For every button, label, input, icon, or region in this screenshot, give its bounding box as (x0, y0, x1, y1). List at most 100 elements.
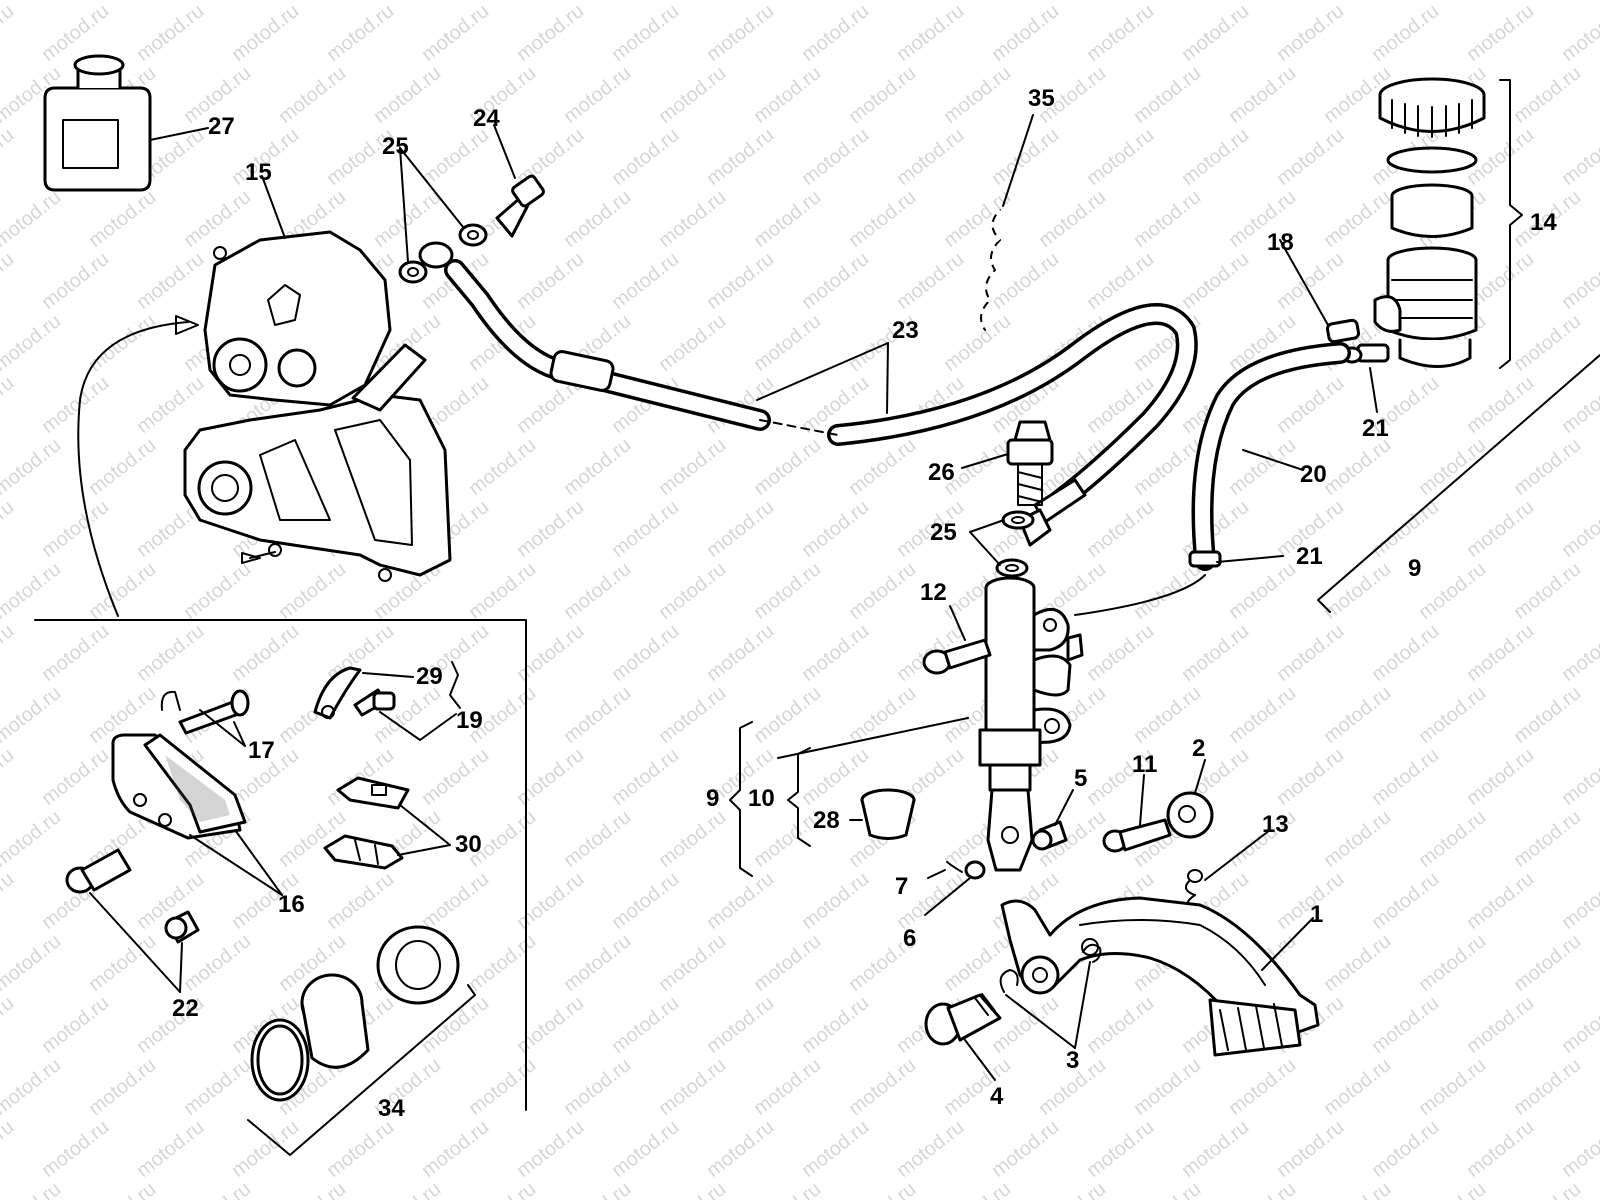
callout-2: 2 (1192, 735, 1205, 762)
watermark-text: motod.ru (1510, 930, 1586, 996)
callout-9-left: 9 (706, 785, 719, 812)
watermark-text: motod.ru (1320, 806, 1396, 872)
watermark-text: motod.ru (1225, 1054, 1301, 1120)
watermark-text: motod.ru (1225, 1178, 1301, 1200)
watermark-text: motod.ru (893, 0, 969, 66)
callout-25-top: 25 (382, 133, 409, 160)
watermark-text: motod.ru (1273, 620, 1349, 686)
watermark-text: motod.ru (38, 248, 114, 314)
brake-fluid-bottle (43, 54, 209, 192)
watermark-text: motod.ru (1558, 124, 1600, 190)
callout-16: 16 (278, 891, 305, 918)
bleeder-cap-set (313, 661, 461, 741)
watermark-text: motod.ru (655, 930, 731, 996)
watermark-text: motod.ru (1083, 496, 1159, 562)
watermark-text: motod.ru (418, 1116, 494, 1182)
watermark-text: motod.ru (133, 248, 209, 314)
watermark-text: motod.ru (513, 496, 589, 562)
watermark-text: motod.ru (703, 496, 779, 562)
watermark-text: motod.ru (513, 1116, 589, 1182)
watermark-text: motod.ru (1463, 868, 1539, 934)
callout-10: 10 (748, 785, 775, 812)
watermark-text: motod.ru (85, 434, 161, 500)
watermark-text: motod.ru (893, 1116, 969, 1182)
brake-pedal (1000, 896, 1320, 1057)
watermark-text: motod.ru (655, 558, 731, 624)
watermark-text: motod.ru (418, 124, 494, 190)
watermark-text: motod.ru (1130, 1178, 1206, 1200)
watermark-text: motod.ru (180, 186, 256, 252)
watermark-text: motod.ru (1510, 310, 1586, 376)
watermark-text: motod.ru (85, 186, 161, 252)
watermark-text: motod.ru (845, 1054, 921, 1120)
watermark-text: motod.ru (798, 620, 874, 686)
watermark-text: motod.ru (38, 372, 114, 438)
watermark-text: motod.ru (655, 806, 731, 872)
fluid-reservoir (1279, 77, 1523, 413)
watermark-text: motod.ru (0, 0, 18, 66)
watermark-text: motod.ru (513, 248, 589, 314)
watermark-text: motod.ru (1320, 682, 1396, 748)
callout-20: 20 (1300, 461, 1327, 488)
watermark-text: motod.ru (228, 0, 304, 66)
watermark-text: motod.ru (85, 930, 161, 996)
watermark-text: motod.ru (1273, 0, 1349, 66)
callout-22: 22 (172, 995, 199, 1022)
watermark-text: motod.ru (1510, 434, 1586, 500)
watermark-text: motod.ru (0, 620, 18, 686)
callout-1: 1 (1310, 901, 1323, 928)
watermark-text: motod.ru (560, 62, 636, 128)
watermark-text: motod.ru (1225, 434, 1301, 500)
watermark-text: motod.ru (655, 1178, 731, 1200)
watermark-text: motod.ru (798, 868, 874, 934)
callout-30: 30 (455, 831, 482, 858)
watermark-text: motod.ru (0, 1178, 65, 1200)
callout-25-bottom: 25 (930, 519, 957, 546)
watermark-text: motod.ru (0, 682, 65, 748)
callout-26: 26 (928, 459, 955, 486)
watermark-text: motod.ru (0, 310, 65, 376)
callout-9-right: 9 (1408, 555, 1421, 582)
callout-5: 5 (1074, 765, 1087, 792)
watermark-text: motod.ru (0, 868, 18, 934)
watermark-text: motod.ru (798, 0, 874, 66)
watermark-text: motod.ru (750, 558, 826, 624)
watermark-text: motod.ru (1368, 0, 1444, 66)
watermark-text: motod.ru (608, 0, 684, 66)
watermark-text: motod.ru (1368, 992, 1444, 1058)
watermark-text: motod.ru (655, 186, 731, 252)
watermark-text: motod.ru (1558, 1116, 1600, 1182)
watermark-text: motod.ru (560, 558, 636, 624)
watermark-text: motod.ru (560, 806, 636, 872)
watermark-text: motod.ru (988, 1116, 1064, 1182)
watermark-text: motod.ru (1320, 930, 1396, 996)
watermark-text: motod.ru (750, 62, 826, 128)
clevis-pin (1031, 789, 1074, 851)
watermark-text: motod.ru (560, 930, 636, 996)
watermark-text: motod.ru (988, 992, 1064, 1058)
watermark-text: motod.ru (1463, 1116, 1539, 1182)
watermark-text: motod.ru (1320, 186, 1396, 252)
watermark-text: motod.ru (750, 434, 826, 500)
watermark-text: motod.ru (1558, 868, 1600, 934)
watermark-text: motod.ru (608, 744, 684, 810)
callout-17: 17 (248, 737, 275, 764)
watermark-text: motod.ru (1463, 0, 1539, 66)
watermark-text: motod.ru (1178, 124, 1254, 190)
watermark-text: motod.ru (38, 1116, 114, 1182)
watermark-text: motod.ru (1178, 620, 1254, 686)
adjuster-screw (1102, 774, 1172, 853)
watermark-text: motod.ru (1463, 372, 1539, 438)
watermark-text: motod.ru (513, 992, 589, 1058)
watermark-text: motod.ru (418, 0, 494, 66)
mounting-bolt (922, 605, 992, 675)
rubber-stop (1166, 759, 1214, 839)
watermark-text: motod.ru (560, 186, 636, 252)
watermark-text: motod.ru (1225, 558, 1301, 624)
watermark-text: motod.ru (0, 1054, 65, 1120)
bleed-screw (493, 124, 545, 238)
callout-4: 4 (990, 1083, 1004, 1110)
watermark-text: motod.ru (1320, 558, 1396, 624)
watermark-text: motod.ru (370, 1178, 446, 1200)
